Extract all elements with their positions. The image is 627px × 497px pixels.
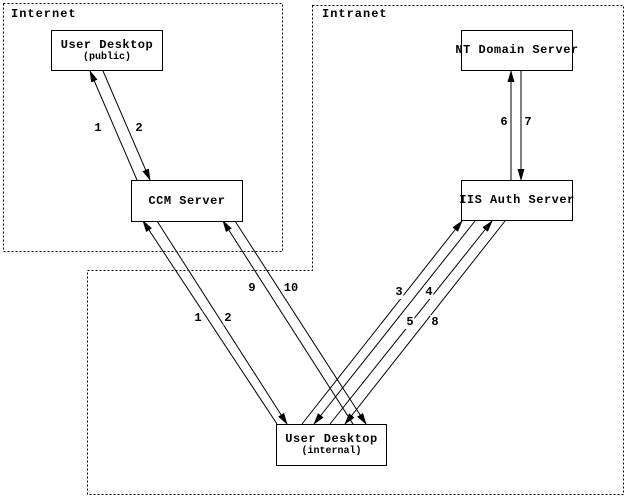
edge-8-iis-to-internal-desktop [344,220,506,425]
edge-label-8: 8 [430,315,440,329]
node-title: CCM Server [148,193,226,208]
edge-label-3: 3 [394,285,404,299]
node-iis-auth-server: IIS Auth Server [459,180,575,221]
edge-4-iis-to-internal-desktop [313,220,476,425]
edge-label-2: 2 [223,311,233,325]
node-subtitle: (internal) [301,446,362,457]
edge-label-9: 9 [247,281,257,295]
edge-label-1: 1 [93,121,103,135]
edge-2-public-desktop-to-ccm [102,70,151,181]
edge-3-internal-desktop-to-iis [301,220,463,425]
intranet-zone-outline [87,5,624,495]
edge-label-10: 10 [282,281,300,295]
node-user-desktop-internal: User Desktop (internal) [276,424,387,466]
node-title: IIS Auth Server [459,193,575,207]
node-title: User Desktop [60,37,154,52]
intranet-zone-label: Intranet [322,7,388,21]
node-nt-domain-server: NT Domain Server [455,30,578,71]
node-title: NT Domain Server [455,43,579,57]
node-subtitle: (public) [82,51,131,63]
edge-label-2: 2 [134,121,144,135]
node-ccm-server: CCM Server [131,180,243,222]
internet-zone-label: Internet [11,7,77,21]
edge-1-internal-desktop-to-ccm [142,220,278,425]
internet-zone-outline [3,3,283,252]
edge-1-ccm-to-public-desktop [89,70,138,181]
edge-2-ccm-to-internal-desktop [156,220,288,425]
edge-10-ccm-to-internal-desktop [234,220,367,425]
edge-label-7: 7 [523,115,533,129]
edge-label-6: 6 [499,115,509,129]
node-title: User Desktop [285,432,378,446]
edge-label-4: 4 [424,285,434,299]
edge-label-5: 5 [405,315,415,329]
node-user-desktop-public: User Desktop (public) [51,30,163,71]
edge-label-1: 1 [193,311,203,325]
edge-9-internal-desktop-to-ccm [222,220,354,425]
